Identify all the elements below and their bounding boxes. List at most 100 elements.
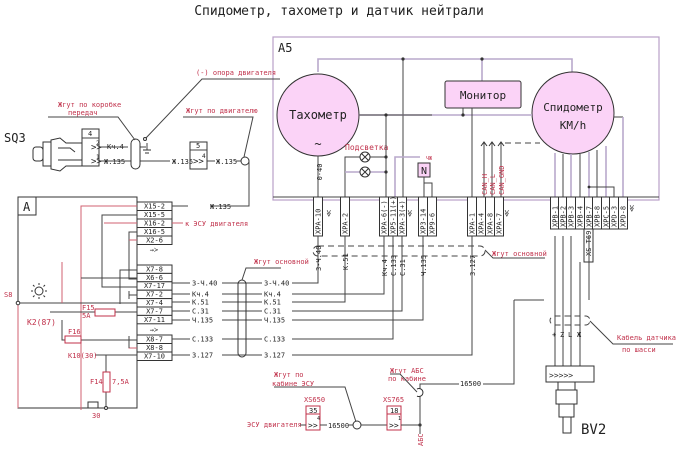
indicator-lamp-icon: [31, 283, 47, 299]
ground-point: [143, 137, 147, 141]
wire-label: Ж.135: [172, 158, 193, 166]
wire-label: 16500: [328, 422, 349, 430]
wire-esu-label: к ЭСУ двигателя: [185, 220, 248, 228]
main-wire-label-left: З.127: [192, 352, 213, 360]
main-wire-label-right: Ч.135: [264, 317, 285, 325]
connector-pin-icon: >>: [91, 143, 102, 153]
label-bg: [262, 316, 292, 324]
neutral-indicator-tag: ЧЖ: [426, 156, 432, 162]
connector-pin-box: [618, 196, 628, 230]
split-marker-icon: →≻: [150, 246, 158, 254]
junction-dot: [480, 57, 484, 61]
wire-abs-up: [483, 300, 515, 385]
esu-engine-label: ЭСУ двигателя: [247, 421, 302, 429]
harness-main-dashed: [312, 245, 486, 257]
vwire-label: Кч.4: [381, 259, 389, 276]
harness-gearbox-label: Жгут по коробке: [58, 101, 121, 109]
harness-main-label2: Жгут основной: [254, 258, 309, 266]
connector-pin-label: XPA-6(-): [381, 200, 389, 234]
vwire-label: К.51: [342, 253, 350, 270]
connector-pin-label: XPA-3(+): [399, 200, 407, 234]
pin-label: 1: [96, 154, 100, 161]
main-wire-label-left: С.133: [192, 336, 213, 344]
main-wire-label-right: С.133: [264, 336, 285, 344]
connector-pin-box: [427, 196, 437, 237]
wire-neutral-out: [423, 177, 433, 197]
connector-pin-label: XPA-8: [487, 213, 495, 234]
k2-label: K2(87): [27, 318, 56, 327]
fuse-f15-icon: [94, 308, 116, 317]
sensor-wire-mark: +: [552, 331, 556, 339]
junction-dot: [384, 170, 388, 174]
connector-5-number: 5: [196, 142, 200, 150]
fuse-f14-label: F14: [90, 378, 103, 386]
monitor-label: Монитор: [460, 89, 506, 102]
sensor-cable-leader: [589, 320, 673, 345]
connector-pin-label: XP9-6: [429, 213, 437, 234]
harness-main-leader: [484, 249, 545, 259]
connector-4-number: 4: [88, 130, 92, 138]
harness-abs-label: Жгут АБС: [390, 367, 424, 375]
sensor-wire-mark: Ж: [577, 331, 582, 339]
block-a-pin-label: X7-2: [146, 291, 163, 299]
battery-label: 30: [92, 412, 100, 420]
harness-abs-clamp: [416, 388, 424, 397]
diagram-title: Спидометр, тахометр и датчик нейтрали: [194, 4, 484, 19]
harness-engine-leader: [183, 116, 254, 158]
harness-engine-clamp: [240, 156, 250, 166]
monitor-box: [444, 80, 522, 109]
k10-label: K10(30): [68, 352, 98, 360]
speedometer-label: Спидометр: [543, 101, 603, 114]
fuse-f16-icon: [64, 335, 82, 344]
fuse-f14-icon: [102, 371, 111, 393]
ground-leader: [144, 78, 280, 140]
main-wire-label-left: К.51: [192, 299, 209, 307]
vwire-label: С.31: [399, 259, 407, 276]
xs765-label: XS765: [383, 396, 404, 404]
sensor-cable-label: Кабель датчика: [617, 334, 676, 342]
block-a-pin-label: X8-8: [146, 344, 163, 352]
xs765-number: 18: [390, 407, 398, 415]
connector-pin-label: XP5-11(+): [390, 196, 398, 234]
block-a-pin-label: X16-5: [144, 228, 165, 236]
wire-label: 16500: [460, 380, 481, 388]
connector-pin-label: XPA-2: [342, 213, 350, 234]
can-gnd-label: CAN_GND: [498, 165, 506, 195]
xs765-connector: [386, 405, 402, 431]
xs650-number: 35: [309, 407, 317, 415]
block-a-pins: X15-2X15-5X16-2X16-5X2-6X7-8X6-6X7-17X7-…: [136, 201, 173, 361]
connector-pin-label: XPA-7: [496, 213, 504, 234]
connector-pin-icon: >>: [308, 421, 318, 430]
neutral-indicator-label: N: [421, 166, 427, 177]
connector-pin-label: XPB-1: [552, 206, 560, 227]
abs-tag: АБС: [417, 433, 425, 446]
vwire-label: З.127: [469, 255, 477, 276]
wire-label: Ж.135: [104, 158, 125, 166]
label-bg: [262, 290, 292, 298]
connector-pin-label: XPB-2: [560, 206, 568, 227]
connector-pin-label: XPB-7: [586, 206, 594, 227]
svg-text:>>>>>: >>>>>: [549, 371, 573, 380]
connector-pin-label: XPC-5: [603, 206, 611, 227]
sq3-label: SQ3: [4, 131, 26, 145]
sensor-wires: [554, 236, 590, 369]
lamp-cross: [361, 168, 369, 176]
block-a-pin-label: X7-4: [146, 299, 163, 307]
can-h-label: CAN_H: [481, 174, 489, 195]
main-vertical-wires: [262, 236, 473, 356]
connector-pin-label: XPA-4: [478, 213, 486, 234]
junction-dot: [461, 113, 465, 117]
wire-to-x15-2: [210, 161, 250, 207]
wire-neutral-feed: [394, 156, 420, 197]
fuse-f16-label: F16: [68, 328, 81, 336]
block-a-pin-label: X7-7: [146, 307, 163, 315]
block-a-internal-wiring: [17, 205, 137, 410]
main-wire-label-right: К.51: [264, 299, 281, 307]
main-wire-label-left: 3-Ч.40: [192, 280, 217, 288]
connector-pin-label: XPB-4: [577, 206, 585, 227]
can-l-label: CAN_L: [489, 174, 497, 195]
a5-label: A5: [278, 41, 292, 55]
harness-main-leader2: [241, 267, 281, 281]
harness-main-label: Жгут основной: [492, 250, 547, 258]
